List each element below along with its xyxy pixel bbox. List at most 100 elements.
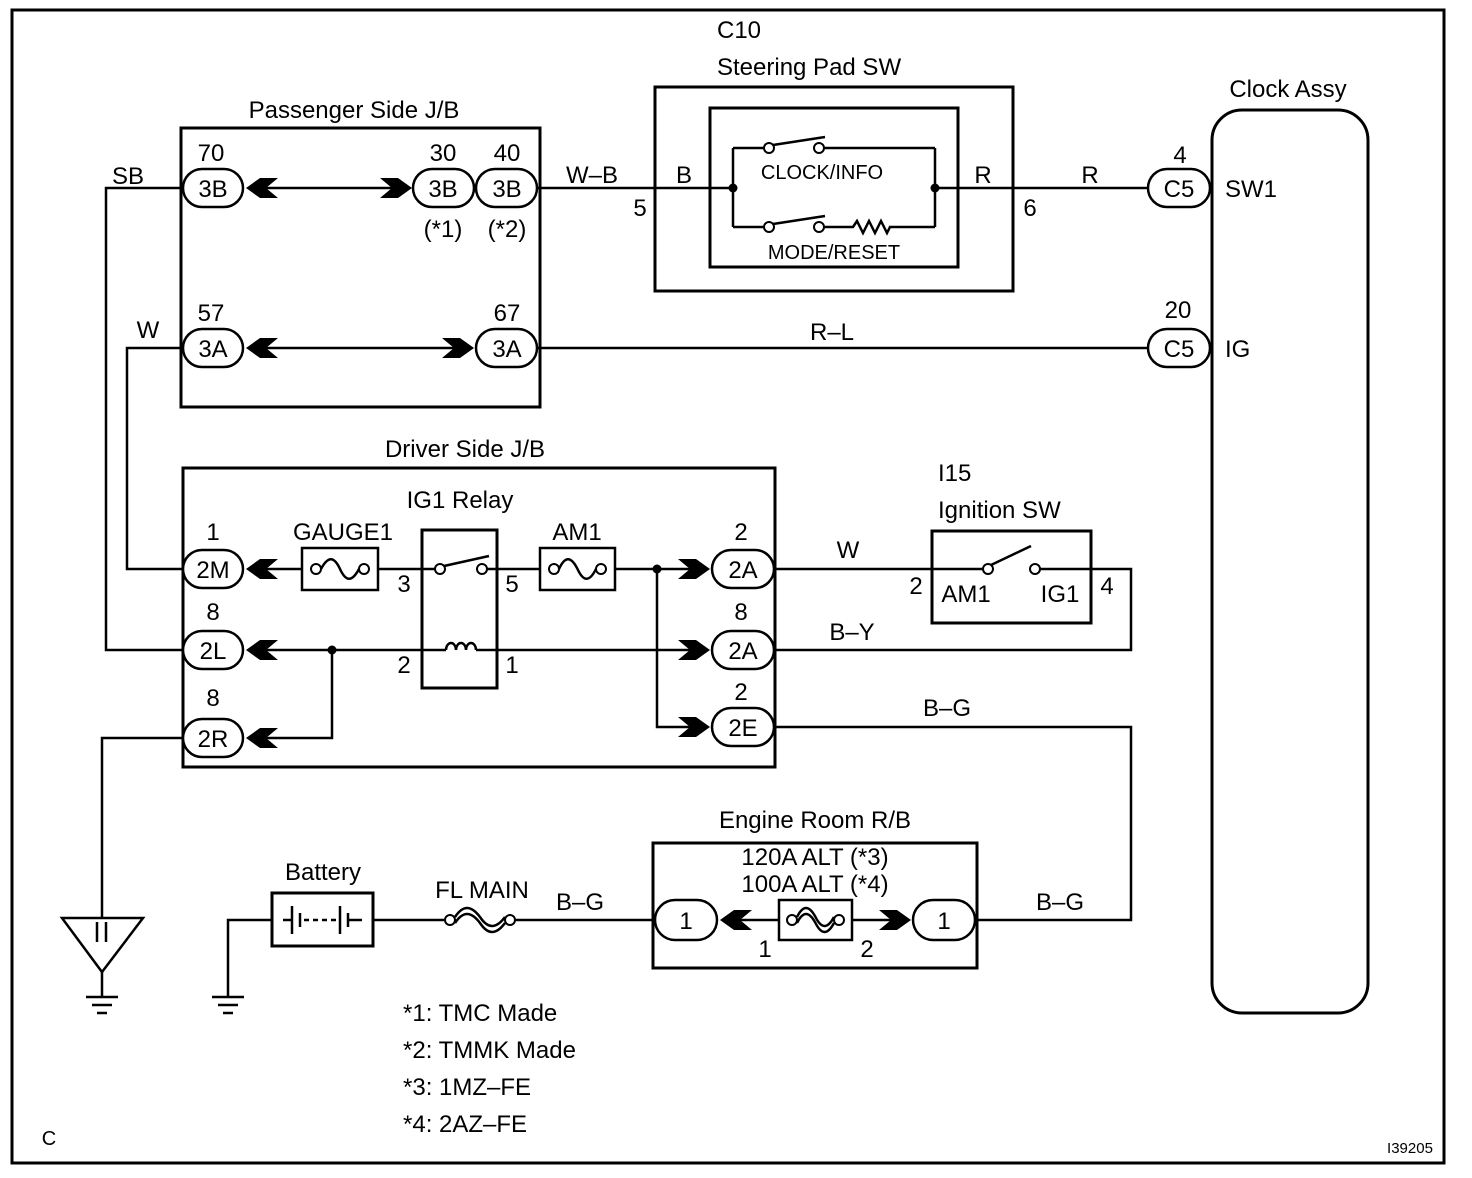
connector-arrow-left xyxy=(246,178,278,198)
relay-pin: 1 xyxy=(505,652,518,679)
connector-arrow-left xyxy=(246,640,278,660)
fuse-terminal xyxy=(833,914,845,926)
terminal-name: IG xyxy=(1225,336,1250,363)
clock-assy: Clock Assy 4 C5 SW1 20 C5 IG xyxy=(1146,76,1370,1015)
connector-label: 1 xyxy=(937,908,950,935)
wire-label-w: W xyxy=(137,317,160,344)
driver-side-jb: Driver Side J/B 1 2M 8 2L 8 2R 2 2A 8 2A… xyxy=(181,436,777,769)
driver-jb-box xyxy=(181,466,777,769)
relay-title: IG1 Relay xyxy=(407,487,514,514)
terminal-name: IG1 xyxy=(1041,581,1080,608)
connector-arrow-right xyxy=(678,559,710,579)
terminal-name: AM1 xyxy=(941,581,990,608)
ignition-sw: I15 Ignition SW 2 AM1 IG1 4 xyxy=(909,460,1114,625)
steering-pad-outer-box xyxy=(653,85,1015,293)
wires xyxy=(100,186,1148,997)
fuse-label-gauge1: GAUGE1 xyxy=(293,519,393,546)
steering-pad-sw: C10 Steering Pad SW CLOCK/INFO MODE/RESE… xyxy=(633,17,1037,293)
passenger-jb-title: Passenger Side J/B xyxy=(249,97,460,124)
fl-main-fuse: FL MAIN xyxy=(435,877,529,934)
connector-oval xyxy=(474,167,539,209)
switch-contact xyxy=(813,142,825,154)
connector-label: C5 xyxy=(1164,336,1195,363)
fuse-pin: 2 xyxy=(860,936,873,963)
connector-label: C5 xyxy=(1164,176,1195,203)
fuse-terminal xyxy=(786,914,798,926)
relay-contact xyxy=(476,563,488,575)
fuse-icon xyxy=(795,912,836,934)
junction-dot xyxy=(652,564,662,574)
passenger-jb-box xyxy=(179,126,542,409)
ground-icon xyxy=(86,995,118,1015)
connector-arrow-right xyxy=(678,717,710,737)
battery-label: Battery xyxy=(285,859,361,886)
component-code: I15 xyxy=(938,460,971,487)
battery: Battery xyxy=(270,859,375,948)
fuse-pin: 1 xyxy=(758,936,771,963)
connector-label: 3B xyxy=(428,176,457,203)
connector-label: 2A xyxy=(728,557,757,584)
wire-label-sb: SB xyxy=(112,163,144,190)
footnote: *3: 1MZ–FE xyxy=(403,1074,531,1101)
pin-number: 40 xyxy=(494,140,521,167)
pin-number: 2 xyxy=(734,519,747,546)
connector-label: 3B xyxy=(492,176,521,203)
terminal-pin: 4 xyxy=(1100,573,1113,600)
passenger-side-jb: Passenger Side J/B 70 3B 30 3B (*1) 40 3… xyxy=(179,97,542,409)
component-code: C10 xyxy=(717,17,761,44)
connector-label: 3A xyxy=(198,336,227,363)
switch-contact xyxy=(763,221,775,233)
fuse-terminal xyxy=(358,563,370,575)
corner-label: C xyxy=(42,1128,56,1150)
connector-label: 2A xyxy=(728,638,757,665)
wire-label-r: R xyxy=(1081,162,1098,189)
wire-label-b-g: B–G xyxy=(1036,889,1084,916)
connector-arrow-left xyxy=(246,338,278,358)
switch-arm xyxy=(772,214,826,226)
clock-assy-title: Clock Assy xyxy=(1229,76,1346,103)
connector-arrow-left xyxy=(246,559,278,579)
connector-label: 1 xyxy=(679,908,692,935)
terminal-pin: 6 xyxy=(1023,195,1036,222)
fuse-rating-line: 120A ALT (*3) xyxy=(741,844,888,871)
ignition-sw-box xyxy=(930,529,1093,625)
bus-2l-2r xyxy=(266,650,334,740)
battery-box xyxy=(270,891,375,948)
connector-arrow-left xyxy=(720,910,752,930)
wire-b-g-2e xyxy=(774,725,1133,922)
connector-label: 3B xyxy=(198,176,227,203)
connector-label: 2E xyxy=(728,715,757,742)
wire-sb xyxy=(104,186,183,652)
connector-arrow-right xyxy=(442,338,474,358)
pin-number: 70 xyxy=(198,140,225,167)
wire-label-w-b: W–B xyxy=(566,162,618,189)
fuse-icon xyxy=(557,558,598,580)
steering-pad-inner-box xyxy=(708,106,960,269)
connector-arrow-left xyxy=(246,728,278,748)
fuse-icon xyxy=(453,912,506,934)
frame-border xyxy=(10,8,1446,1165)
connector-oval xyxy=(1146,167,1212,209)
connector-oval xyxy=(474,327,539,369)
switch-contact xyxy=(813,221,825,233)
connector-oval xyxy=(911,898,977,942)
connector-oval xyxy=(181,629,245,671)
engine-room-rb-title: Engine Room R/B xyxy=(719,807,911,834)
connector-oval xyxy=(653,898,719,942)
terminal-label: R xyxy=(974,162,991,189)
switch-label-clock-info: CLOCK/INFO xyxy=(761,162,883,184)
bus-am1-2e xyxy=(655,569,690,729)
footnotes: *1: TMC Made *2: TMMK Made *3: 1MZ–FE *4… xyxy=(403,1000,576,1138)
connector-label: 3A xyxy=(492,336,521,363)
resistor-icon xyxy=(824,218,935,236)
ignition-sw-title: Ignition SW xyxy=(938,497,1061,524)
engine-room-rb-box xyxy=(651,841,979,970)
wire-ground-2r xyxy=(100,736,183,918)
relay-pin: 3 xyxy=(397,571,410,598)
fuse-icon xyxy=(453,906,506,928)
junction-dot xyxy=(728,183,738,193)
battery-icon xyxy=(283,906,362,934)
pin-number: 1 xyxy=(206,519,219,546)
relay-pin: 2 xyxy=(397,652,410,679)
